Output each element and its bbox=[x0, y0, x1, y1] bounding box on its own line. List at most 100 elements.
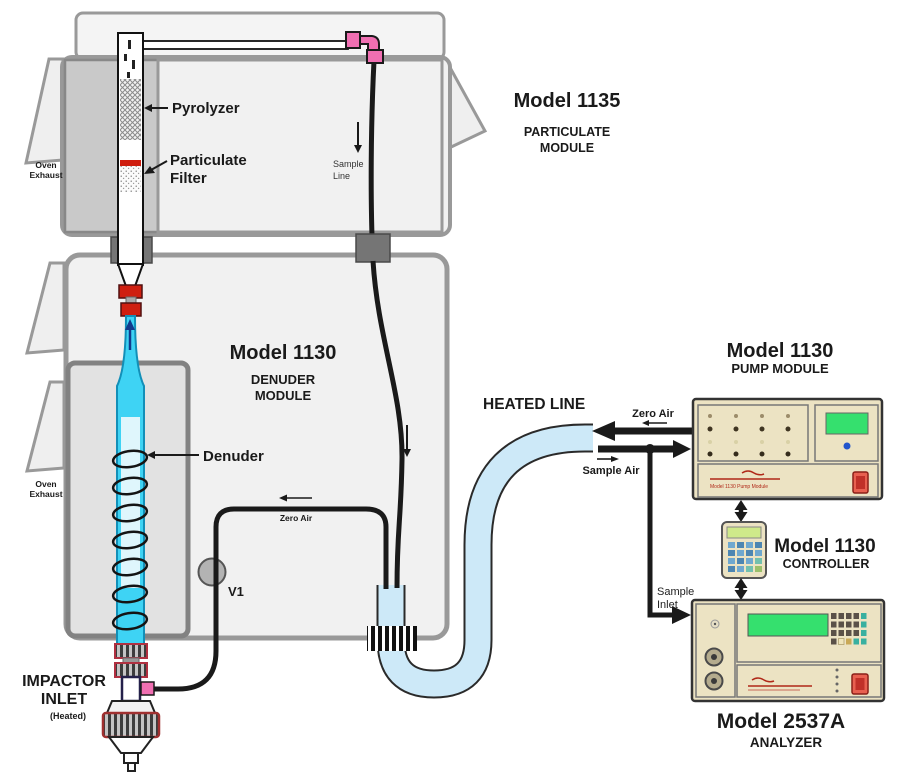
denuder-coil bbox=[111, 449, 149, 631]
arrowhead bbox=[734, 578, 748, 588]
impactor-stem bbox=[123, 752, 139, 764]
sample-air-label: Sample Air bbox=[582, 465, 640, 477]
arrowhead bbox=[147, 451, 155, 459]
pyrolyzer-oven-box bbox=[63, 58, 160, 234]
zero-air-line bbox=[154, 506, 389, 692]
sample-transfer-line bbox=[140, 31, 411, 589]
denuder-label: Denuder bbox=[203, 448, 264, 465]
pump-display-panel bbox=[814, 404, 879, 462]
tube-dashes bbox=[124, 40, 135, 78]
inlet-tube bbox=[120, 675, 142, 703]
analyzer-display-panel bbox=[736, 603, 882, 663]
svg-text:MODULE: MODULE bbox=[540, 141, 594, 155]
arrowhead bbox=[734, 590, 748, 600]
analyzer: Model 2537A ANALYZER bbox=[690, 598, 886, 750]
pump-connector-panel bbox=[697, 404, 809, 462]
svg-text:Inlet: Inlet bbox=[657, 599, 678, 611]
pump-brand-text: Model 1130 Pump Module bbox=[710, 484, 768, 490]
right-vent-flap bbox=[445, 61, 488, 151]
pyrolyzer-tube bbox=[117, 32, 144, 266]
svg-text:(Heated): (Heated) bbox=[50, 711, 86, 721]
zero-air-label: Zero Air bbox=[632, 408, 674, 420]
red-fitting-lower bbox=[120, 302, 142, 317]
controller-display bbox=[726, 526, 762, 539]
analyzer-display bbox=[747, 613, 829, 637]
pump-controller-link bbox=[734, 500, 748, 522]
sample-inlet-label: Sample bbox=[657, 586, 694, 598]
impactor-inlet-label: IMPACTOR bbox=[22, 673, 106, 690]
arrowhead bbox=[354, 145, 362, 153]
arrowhead bbox=[592, 421, 615, 441]
svg-text:PUMP MODULE: PUMP MODULE bbox=[731, 361, 829, 376]
arrowhead bbox=[403, 449, 411, 457]
oven-exhaust-label-denuder: Oven bbox=[35, 479, 56, 489]
pyrolyzer-packing bbox=[120, 79, 141, 140]
air-lines: Zero Air Sample Air Sample Inlet bbox=[582, 408, 694, 624]
impactor-flare bbox=[105, 700, 157, 714]
pink-fitting bbox=[345, 31, 361, 49]
particulate-filter-media bbox=[120, 166, 141, 192]
arrowhead bbox=[144, 104, 152, 112]
knob-center bbox=[711, 654, 717, 660]
pink-side-fitting bbox=[140, 681, 155, 696]
svg-text:ANALYZER: ANALYZER bbox=[750, 735, 823, 750]
particulate-inner-panel bbox=[156, 58, 444, 234]
analyzer-power-switch-rocker bbox=[855, 678, 865, 690]
pump-module: Model 1130 PUMP MODULE Model 1130 Pump M… bbox=[691, 340, 884, 501]
oven-exhaust-vent-denuder-1 bbox=[25, 261, 66, 355]
v1-label: V1 bbox=[228, 584, 244, 599]
tekran-logo bbox=[751, 677, 775, 683]
zero-air-label-denuder: Zero Air bbox=[280, 513, 313, 523]
tekran-logo bbox=[741, 470, 765, 476]
pump-connector-grid bbox=[707, 414, 791, 457]
pump-display bbox=[825, 412, 869, 435]
svg-text:INLET: INLET bbox=[41, 691, 87, 708]
sample-line-lower bbox=[370, 260, 405, 589]
v1-valve bbox=[197, 557, 227, 587]
heated-line-tube bbox=[378, 425, 593, 697]
arrowhead bbox=[642, 420, 649, 426]
ribbed-fitting-1 bbox=[114, 643, 148, 659]
impactor-cone bbox=[107, 736, 155, 754]
filter-pointer bbox=[150, 160, 168, 171]
denuder-module-title: Model 1130 bbox=[230, 342, 337, 364]
arrowhead bbox=[672, 606, 691, 624]
analyzer-title: Model 2537A bbox=[717, 710, 845, 733]
controller-keypad[interactable] bbox=[728, 542, 762, 572]
sample-inlet-line bbox=[647, 449, 672, 618]
svg-text:Filter: Filter bbox=[170, 170, 207, 187]
sample-line-bulkhead bbox=[355, 233, 391, 263]
arrowhead bbox=[279, 494, 287, 502]
oven-exhaust-label-1135: Oven bbox=[35, 160, 56, 170]
particulate-filter-label: Particulate bbox=[170, 152, 247, 169]
controller-title: Model 1130 bbox=[774, 536, 875, 557]
pump-power-switch-rocker bbox=[856, 476, 865, 489]
impactor-tip bbox=[127, 762, 136, 772]
svg-text:Exhaust: Exhaust bbox=[29, 489, 62, 499]
analyzer-inlet-panel bbox=[695, 603, 736, 698]
svg-text:DENUDER: DENUDER bbox=[251, 372, 316, 387]
svg-text:CONTROLLER: CONTROLLER bbox=[783, 557, 870, 571]
svg-text:Exhaust: Exhaust bbox=[29, 170, 62, 180]
heated-line: HEATED LINE bbox=[376, 396, 593, 699]
oven-exhaust-vent-1135 bbox=[24, 57, 65, 165]
oven-exhaust-vent-denuder-2 bbox=[25, 380, 66, 473]
analyzer-port-center bbox=[713, 622, 717, 626]
svg-text:PARTICULATE: PARTICULATE bbox=[524, 125, 610, 139]
pink-fitting bbox=[366, 49, 384, 64]
impactor-ribbed-body bbox=[101, 711, 161, 739]
zero-air-loop: V1 Zero Air bbox=[154, 494, 389, 692]
controller: Model 1130 CONTROLLER bbox=[721, 521, 876, 579]
particulate-module-title-block: Model 1135 PARTICULATE MODULE bbox=[514, 90, 621, 155]
analyzer-keypad[interactable] bbox=[831, 613, 867, 645]
arrowhead bbox=[144, 166, 155, 174]
arrowhead bbox=[125, 319, 135, 330]
svg-text:Line: Line bbox=[333, 171, 350, 181]
particulate-module-title: Model 1135 bbox=[514, 90, 621, 112]
arrowhead bbox=[734, 500, 748, 510]
svg-text:MODULE: MODULE bbox=[255, 388, 312, 403]
pump-lower-panel bbox=[697, 463, 879, 498]
pyrolyzer-label: Pyrolyzer bbox=[172, 100, 240, 117]
arrowhead bbox=[673, 440, 691, 458]
pyrolyzer-assembly: Pyrolyzer Particulate Filter bbox=[110, 32, 247, 290]
